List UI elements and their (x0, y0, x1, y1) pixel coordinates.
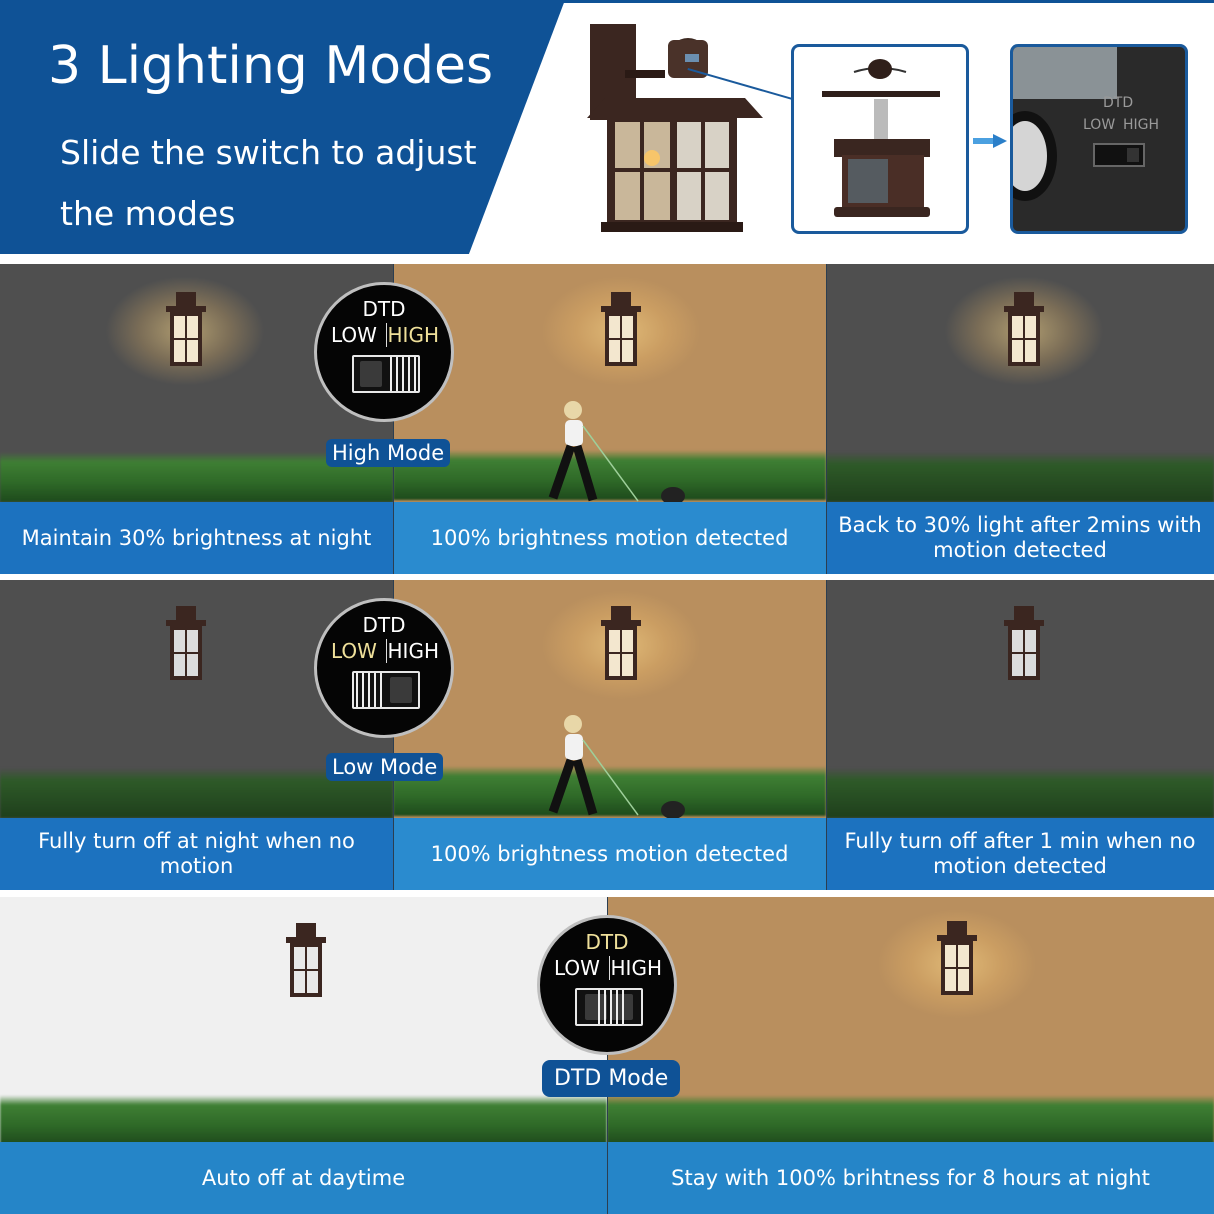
panel-divider (826, 264, 827, 574)
lamp-icon (166, 606, 206, 680)
physical-slide-switch (1093, 143, 1145, 167)
grass (0, 1095, 607, 1145)
dial-label-dtd-active: DTD (585, 930, 629, 954)
lamp-icon (937, 921, 977, 995)
panel-motion-lit: 100% brightness motion detected (393, 580, 826, 890)
wall-lantern-product-image (587, 24, 763, 232)
slide-switch-icon (575, 988, 643, 1026)
caption: 100% brightness motion detected (393, 818, 826, 890)
grass (393, 766, 826, 816)
panel-motion-lit: 100% brightness motion detected (393, 264, 826, 574)
dial-label-low: LOW (554, 956, 600, 980)
mode-badge-high: High Mode (326, 439, 451, 467)
lamp-icon (1004, 292, 1044, 366)
lamp-icon (286, 923, 326, 997)
caption: Fully turn off after 1 min when no motio… (826, 818, 1214, 890)
dial-label-high-active: HIGH (387, 323, 439, 347)
panel-divider (607, 897, 608, 1214)
caption: Back to 30% light after 2mins with motio… (826, 502, 1214, 574)
grass (826, 452, 1214, 502)
dial-separator (386, 323, 387, 347)
dial-label-dtd: DTD (362, 297, 406, 321)
arrow-right-icon (973, 134, 1007, 148)
panel-night-dim: Back to 30% light after 2mins with motio… (826, 264, 1214, 574)
lamp-icon (601, 606, 641, 680)
lamp-icon (1004, 606, 1044, 680)
panel-divider (826, 580, 827, 890)
page-subtitle: Slide the switch to adjust the modes (60, 133, 477, 233)
dial-separator (386, 639, 387, 663)
dial-separator (609, 956, 610, 980)
mode-badge-low: Low Mode (326, 753, 444, 781)
mode-switch-dial-dtd: DTD LOW HIGH (537, 915, 677, 1055)
mode-switch-dial-high: DTD LOW HIGH (314, 282, 454, 422)
header-blue-banner (0, 0, 565, 254)
switch-label-low: LOW (1083, 117, 1116, 133)
panel-night-full: Stay with 100% brihtness for 8 hours at … (607, 897, 1214, 1214)
dial-label-low-active: LOW (331, 639, 377, 663)
dial-label-high: HIGH (610, 956, 662, 980)
slide-switch-icon (352, 355, 420, 393)
sensor-exploded-view (791, 44, 969, 234)
mode-switch-dial-low: DTD LOW HIGH (314, 598, 454, 738)
dial-label-dtd: DTD (362, 613, 406, 637)
caption: Stay with 100% brihtness for 8 hours at … (607, 1142, 1214, 1214)
switch-label-dtd: DTD (1103, 95, 1134, 111)
dial-label-low: LOW (331, 323, 377, 347)
low-mode-row: Fully turn off at night when no motion 1… (0, 580, 1214, 890)
grass (607, 1095, 1214, 1145)
panel-night-off: Fully turn off after 1 min when no motio… (826, 580, 1214, 890)
motion-sensor-icon (822, 59, 940, 217)
page-title: 3 Lighting Modes (48, 36, 494, 96)
caption: Auto off at daytime (0, 1142, 607, 1214)
panel-daytime-off: Auto off at daytime (0, 897, 607, 1214)
header: 3 Lighting Modes Slide the switch to adj… (0, 0, 1214, 258)
slide-switch-icon (352, 671, 420, 709)
caption: Maintain 30% brightness at night (0, 502, 393, 574)
lamp-icon (166, 292, 206, 366)
caption: 100% brightness motion detected (393, 502, 826, 574)
caption: Fully turn off at night when no motion (0, 818, 393, 890)
mode-badge-dtd: DTD Mode (542, 1060, 681, 1097)
grass (393, 450, 826, 500)
dial-label-high: HIGH (387, 639, 439, 663)
grass (826, 768, 1214, 818)
person-walking-dog-icon (548, 401, 685, 505)
header-top-border (0, 0, 1214, 3)
switch-label-high: HIGH (1123, 117, 1160, 133)
sensor-switch-closeup: DTD LOW HIGH (1010, 44, 1188, 234)
high-mode-row: Maintain 30% brightness at night 100% br… (0, 264, 1214, 574)
person-walking-dog-icon (548, 715, 685, 819)
lamp-icon (601, 292, 641, 366)
dtd-mode-row: Auto off at daytime Stay with 100% briht… (0, 897, 1214, 1214)
